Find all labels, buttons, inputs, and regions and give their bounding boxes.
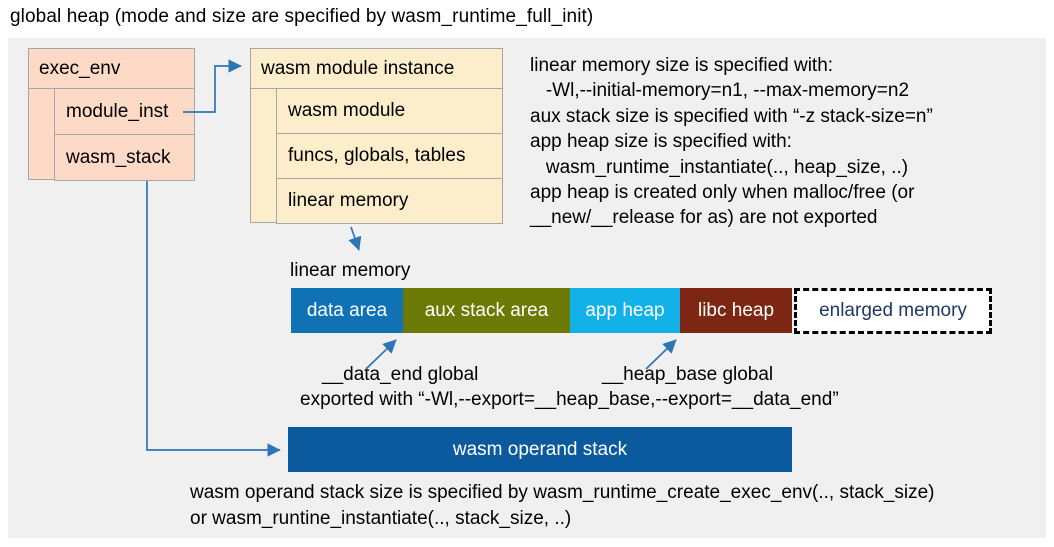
note-line: app heap size is specified with: (530, 131, 792, 153)
notes-operand-stack: wasm operand stack size is specified by … (190, 480, 935, 531)
note-line: -Wl,--initial-memory=n1, --max-memory=n2 (530, 80, 910, 102)
note-line: aux stack size is specified with “-z sta… (530, 105, 933, 127)
note-line: or wasm_runtine_instantiate(.., stack_si… (190, 507, 572, 529)
linear-memory-bar: data area aux stack area app heap libc h… (291, 288, 792, 333)
note-line: app heap is created only when malloc/fre… (530, 182, 915, 204)
wasm-module-instance-header: wasm module instance (251, 49, 502, 89)
note-line: wasm operand stack size is specified by … (190, 482, 935, 503)
wasm-module-instance-box: wasm module instance wasm module funcs, … (250, 48, 503, 224)
wasm-operand-stack-bar: wasm operand stack (288, 427, 792, 472)
segment-aux-stack-area: aux stack area (403, 288, 570, 333)
segment-enlarged-memory: enlarged memory (794, 288, 992, 334)
note-line: linear memory size is specified with: (530, 55, 834, 76)
instance-row-wasm-module: wasm module (276, 88, 503, 134)
instance-row-funcs-globals-tables: funcs, globals, tables (276, 133, 503, 179)
exec-env-row-wasm-stack: wasm_stack (54, 134, 195, 181)
exec-env-box: exec_env module_inst wasm_stack (28, 48, 195, 181)
data-end-global-label: __data_end global (322, 364, 479, 385)
exec-env-row-module-inst: module_inst (54, 88, 195, 135)
linear-memory-label: linear memory (290, 260, 411, 281)
segment-app-heap: app heap (570, 288, 680, 333)
segment-libc-heap: libc heap (680, 288, 792, 333)
instance-row-linear-memory: linear memory (276, 178, 503, 224)
exported-with-label: exported with “-Wl,--export=__heap_base,… (300, 389, 839, 410)
note-line: __new/__release for as) are not exported (530, 207, 878, 229)
segment-data-area: data area (291, 288, 403, 333)
heap-base-global-label: __heap_base global (602, 364, 774, 385)
exec-env-header: exec_env (29, 49, 194, 89)
diagram-title: global heap (mode and size are specified… (10, 6, 594, 27)
note-line: wasm_runtime_instantiate(.., heap_size, … (530, 156, 909, 178)
notes-memory-sizes: linear memory size is specified with: -W… (530, 53, 1045, 231)
